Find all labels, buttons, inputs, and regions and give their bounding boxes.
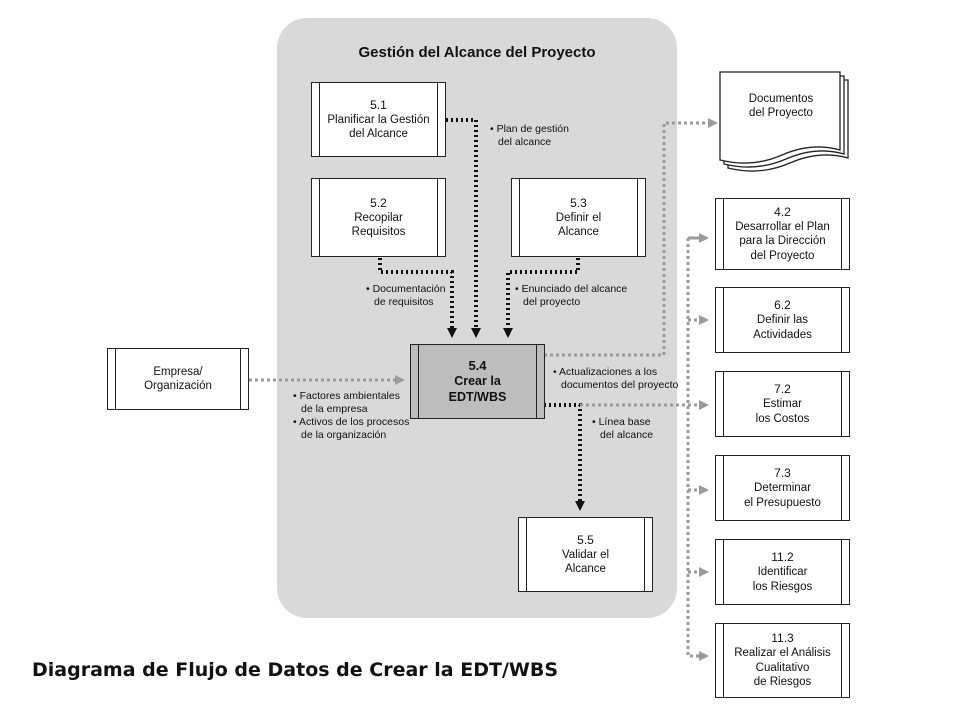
diagram-caption: Diagrama de Flujo de Datos de Crear la E… bbox=[32, 659, 559, 681]
process-5-1[interactable]: 5.1 Planificar la Gestión del Alcance bbox=[311, 82, 446, 157]
process-label-line: del Alcance bbox=[349, 128, 408, 140]
process-label-line: Realizar el Análisis bbox=[734, 647, 831, 660]
external-label-line: Organización bbox=[144, 380, 212, 392]
flow-label-actualizaciones: • Actualizaciones a los documentos del p… bbox=[553, 366, 678, 392]
flow-plan-alcance bbox=[446, 118, 481, 338]
flow-label-line: documentos del proyecto bbox=[561, 379, 679, 392]
process-number: 11.2 bbox=[771, 550, 794, 565]
flow-distribution-trunk bbox=[686, 236, 709, 661]
process-label-line: Determinar bbox=[754, 482, 811, 495]
flow-label-line: de la organización bbox=[301, 429, 387, 442]
process-number: 5.1 bbox=[370, 97, 387, 112]
flow-label-doc-requisitos: • Documentación de requisitos bbox=[366, 283, 446, 309]
process-number: 5.4 bbox=[468, 357, 487, 373]
process-label-line: Identificar bbox=[757, 566, 808, 579]
process-label-line: Alcance bbox=[565, 563, 606, 575]
process-label-line: Actividades bbox=[753, 328, 812, 341]
target-4-2[interactable]: 4.2 Desarrollar el Plan para la Direcció… bbox=[715, 198, 850, 270]
process-label-line: de Riesgos bbox=[753, 676, 812, 689]
documents-stack-icon bbox=[719, 71, 849, 172]
target-7-3[interactable]: 7.3 Determinar el Presupuesto bbox=[715, 455, 850, 521]
process-number: 4.2 bbox=[774, 204, 791, 219]
documents-label-line: del Proyecto bbox=[749, 107, 813, 120]
process-label-line: Requisitos bbox=[351, 226, 406, 238]
process-label-line: Cualitativo bbox=[755, 661, 810, 674]
target-6-2[interactable]: 6.2 Definir las Actividades bbox=[715, 287, 850, 353]
target-11-2[interactable]: 11.2 Identificar los Riesgos bbox=[715, 539, 850, 605]
external-empresa[interactable]: Empresa/ Organización bbox=[107, 348, 249, 410]
flow-label-line: del proyecto bbox=[523, 296, 581, 309]
flow-label-line: • Línea base bbox=[592, 416, 651, 428]
documents-label-line: Documentos bbox=[748, 93, 814, 105]
process-number: 5.2 bbox=[370, 195, 387, 210]
flow-label-enunciado: • Enunciado del alcance del proyecto bbox=[515, 283, 627, 309]
flow-label-line: del alcance bbox=[498, 136, 552, 149]
process-label-line: Estimar bbox=[763, 398, 802, 411]
flow-label-line: • Actualizaciones a los bbox=[553, 366, 658, 378]
flow-label-plan-alcance: • Plan de gestión del alcance bbox=[490, 123, 569, 149]
process-label-line: del Proyecto bbox=[750, 249, 815, 262]
target-7-2[interactable]: 7.2 Estimar los Costos bbox=[715, 371, 850, 437]
flow-label-line: del alcance bbox=[600, 429, 654, 442]
process-label-line: Alcance bbox=[558, 226, 599, 238]
process-label-line: EDT/WBS bbox=[448, 389, 507, 404]
process-label-line: los Costos bbox=[755, 412, 810, 425]
panel-title: Gestión del Alcance del Proyecto bbox=[358, 44, 596, 61]
flow-label-line: de la empresa bbox=[301, 403, 368, 416]
process-5-3[interactable]: 5.3 Definir el Alcance bbox=[511, 178, 646, 257]
flow-label-linea-base: • Línea base del alcance bbox=[592, 416, 653, 442]
flow-label-line: • Plan de gestión bbox=[490, 123, 569, 135]
process-label-line: Definir el bbox=[555, 211, 602, 224]
process-number: 11.3 bbox=[771, 631, 794, 646]
process-number: 5.3 bbox=[570, 195, 587, 210]
external-label-line: Empresa/ bbox=[153, 365, 203, 378]
process-number: 6.2 bbox=[774, 298, 791, 313]
process-5-4[interactable]: 5.4 Crear la EDT/WBS bbox=[410, 344, 545, 419]
documents-label[interactable]: Documentos del Proyecto bbox=[726, 92, 836, 121]
flow-linea-base bbox=[544, 403, 585, 511]
process-number: 7.3 bbox=[774, 466, 791, 481]
process-number: 7.2 bbox=[774, 382, 791, 397]
flow-label-line: • Activos de los procesos bbox=[293, 416, 410, 429]
process-5-5[interactable]: 5.5 Validar el Alcance bbox=[518, 517, 653, 592]
process-label-line: Recopilar bbox=[354, 211, 403, 224]
flow-label-factores: • Factores ambientales de la empresa • A… bbox=[293, 390, 409, 443]
process-label-line: Definir las bbox=[756, 314, 809, 327]
process-label-line: Crear la bbox=[454, 374, 501, 388]
flow-doc-requisitos bbox=[378, 258, 457, 338]
process-label-line: el Presupuesto bbox=[744, 496, 821, 509]
flow-label-line: • Factores ambientales bbox=[293, 390, 400, 402]
process-label-line: Planificar la Gestión bbox=[327, 113, 430, 126]
process-label-line: para la Dirección bbox=[739, 235, 826, 248]
flow-label-line: de requisitos bbox=[374, 296, 434, 309]
flow-actualizaciones bbox=[544, 118, 718, 357]
target-11-3[interactable]: 11.3 Realizar el Análisis Cualitativo de… bbox=[715, 623, 850, 698]
flow-label-line: • Enunciado del alcance bbox=[515, 283, 628, 295]
process-label-line: los Riesgos bbox=[752, 580, 813, 593]
flow-enunciado bbox=[503, 258, 580, 338]
flow-label-line: • Documentación bbox=[366, 283, 446, 295]
process-number: 5.5 bbox=[577, 532, 594, 547]
process-5-2[interactable]: 5.2 Recopilar Requisitos bbox=[311, 178, 446, 257]
process-label-line: Validar el bbox=[561, 548, 610, 561]
process-label-line: Desarrollar el Plan bbox=[735, 220, 830, 233]
